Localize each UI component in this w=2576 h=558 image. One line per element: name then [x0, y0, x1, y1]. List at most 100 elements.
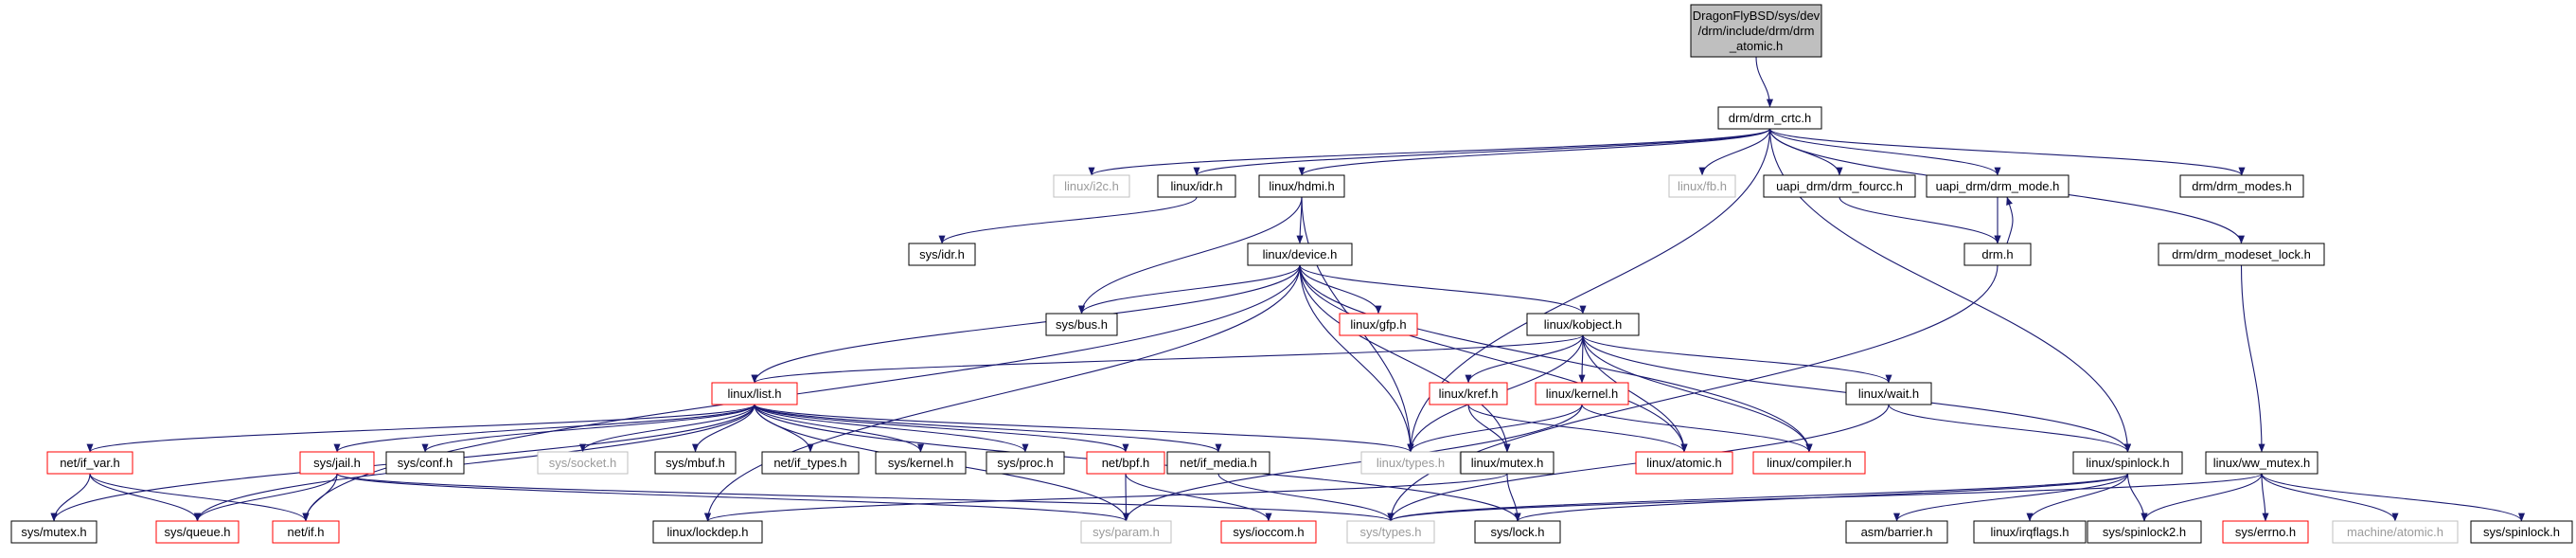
- edge-net_if_var-to-sys_queue: [89, 473, 201, 522]
- edge-uapi_fourcc-to-drm_h: [1839, 196, 2001, 244]
- edge-drm_crtc-to-drm_modes: [1768, 128, 2246, 176]
- node-sys-ioccom[interactable]: sys/ioccom.h: [1220, 520, 1317, 544]
- edge-drm_h-to-uapi_mode: [2006, 196, 2014, 244]
- edge-sys_jail-to-sys_types: [336, 473, 1395, 522]
- node-machine-atomic: machine/atomic.h: [2332, 520, 2459, 544]
- node-label: _atomic.h: [1729, 39, 1783, 53]
- node-sys-mutex[interactable]: sys/mutex.h: [10, 520, 98, 544]
- edge-sys_jail-to-sys_queue: [194, 473, 338, 522]
- edge-linux_list-to-net_if_var: [86, 404, 755, 453]
- node-linux-kobject[interactable]: linux/kobject.h: [1526, 313, 1640, 336]
- node-label: DragonFlyBSD/sys/dev: [1693, 9, 1821, 23]
- node-label: linux/irqflags.h: [1990, 525, 2069, 539]
- node-linux-list[interactable]: linux/list.h: [711, 382, 798, 405]
- node-net-if-media[interactable]: net/if_media.h: [1166, 451, 1270, 475]
- node-linux-atomic[interactable]: linux/atomic.h: [1635, 451, 1733, 475]
- edge-linux_kobject-to-linux_atomic: [1582, 334, 1688, 453]
- node-box: [1963, 243, 2032, 266]
- node-label: sys/types.h: [1359, 525, 1421, 539]
- node-box: [537, 451, 629, 475]
- edge-linux_kobject-to-linux_kref: [1465, 334, 1584, 384]
- node-sys-queue[interactable]: sys/queue.h: [155, 520, 240, 544]
- node-box: [1535, 382, 1629, 405]
- node-box: [10, 520, 98, 544]
- edge-drm_crtc-to-linux_idr: [1193, 128, 1771, 176]
- node-uapi-mode[interactable]: uapi_drm/drm_mode.h: [1926, 174, 2070, 198]
- edge-linux_list-to-sys_jail: [333, 404, 755, 453]
- node-label: linux/compiler.h: [1767, 456, 1852, 470]
- node-label: sys/lock.h: [1490, 525, 1544, 539]
- node-box: [299, 451, 375, 475]
- node-linux-gfp[interactable]: linux/gfp.h: [1339, 313, 1418, 336]
- edge-linux_mutex-to-linux_lockdep: [704, 473, 1508, 522]
- node-uapi-fourcc[interactable]: uapi_drm/drm_fourcc.h: [1763, 174, 1916, 198]
- node-sys-errno[interactable]: sys/errno.h: [2222, 520, 2309, 544]
- node-linux-hdmi[interactable]: linux/hdmi.h: [1258, 174, 1345, 198]
- node-linux-ww-mutex[interactable]: linux/ww_mutex.h: [2205, 451, 2318, 475]
- node-sys-spinlock2[interactable]: sys/spinlock2.h: [2087, 520, 2202, 544]
- node-net-if-var[interactable]: net/if_var.h: [46, 451, 133, 475]
- node-box: [1086, 451, 1165, 475]
- edge-linux_ww_mutex-to-sys_errno: [2261, 473, 2269, 522]
- node-label: sys/errno.h: [2235, 525, 2296, 539]
- node-box: [46, 451, 133, 475]
- node-sys-idr[interactable]: sys/idr.h: [908, 243, 976, 266]
- node-sys-proc[interactable]: sys/proc.h: [986, 451, 1065, 475]
- node-sys-mbuf[interactable]: sys/mbuf.h: [654, 451, 737, 475]
- node-root[interactable]: DragonFlyBSD/sys/dev/drm/include/drm/drm…: [1690, 4, 1822, 58]
- edge-linux_hdmi-to-sys_bus: [1078, 196, 1303, 315]
- node-linux-spinlock[interactable]: linux/spinlock.h: [2072, 451, 2183, 475]
- node-box: [1845, 382, 1932, 405]
- node-net-if[interactable]: net/if.h: [272, 520, 340, 544]
- node-drm-crtc[interactable]: drm/drm_crtc.h: [1717, 106, 1822, 130]
- node-label: net/bpf.h: [1102, 456, 1150, 470]
- node-sys-lock[interactable]: sys/lock.h: [1474, 520, 1561, 544]
- node-label: sys/proc.h: [997, 456, 1053, 470]
- node-asm-barrier[interactable]: asm/barrier.h: [1845, 520, 1948, 544]
- edge-linux_list-to-net_if_media: [754, 404, 1222, 453]
- node-sys-bus[interactable]: sys/bus.h: [1045, 313, 1118, 336]
- node-drm-modes[interactable]: drm/drm_modes.h: [2179, 174, 2304, 198]
- node-drm-h[interactable]: drm.h: [1963, 243, 2032, 266]
- edge-linux_device-to-linux_mutex: [1299, 264, 1511, 453]
- node-label: asm/barrier.h: [1861, 525, 1933, 539]
- node-linux-idr[interactable]: linux/idr.h: [1157, 174, 1236, 198]
- node-linux-i2c: linux/i2c.h: [1053, 174, 1130, 198]
- node-linux-mutex[interactable]: linux/mutex.h: [1460, 451, 1554, 475]
- node-sys-spinlock[interactable]: sys/spinlock.h: [2470, 520, 2573, 544]
- node-linux-kernel[interactable]: linux/kernel.h: [1535, 382, 1629, 405]
- edge-modeset_lock-to-linux_ww_mutex: [2240, 264, 2265, 453]
- node-label: sys/mbuf.h: [666, 456, 725, 470]
- edge-linux_list-to-sys_kernel: [754, 404, 924, 453]
- edge-linux_device-to-sys_bus: [1078, 264, 1301, 315]
- node-sys-jail[interactable]: sys/jail.h: [299, 451, 375, 475]
- node-box: [1220, 520, 1317, 544]
- node-linux-lockdep[interactable]: linux/lockdep.h: [652, 520, 763, 544]
- node-box: [1258, 174, 1345, 198]
- node-label: linux/hdmi.h: [1269, 179, 1334, 193]
- edge-drm_crtc-to-uapi_mode: [1768, 128, 2001, 176]
- node-box: [1926, 174, 2070, 198]
- node-linux-wait[interactable]: linux/wait.h: [1845, 382, 1932, 405]
- node-net-if-types[interactable]: net/if_types.h: [761, 451, 860, 475]
- node-sys-conf[interactable]: sys/conf.h: [385, 451, 465, 475]
- node-linux-device[interactable]: linux/device.h: [1247, 243, 1353, 266]
- node-linux-kref[interactable]: linux/kref.h: [1429, 382, 1508, 405]
- node-sys-kernel[interactable]: sys/kernel.h: [875, 451, 967, 475]
- node-linux-compiler[interactable]: linux/compiler.h: [1752, 451, 1866, 475]
- node-sys-types: sys/types.h: [1346, 520, 1435, 544]
- edge-linux_ww_mutex-to-sys_spinlock2: [2141, 473, 2263, 522]
- node-box: [2072, 451, 2183, 475]
- node-linux-irqflags[interactable]: linux/irqflags.h: [1973, 520, 2087, 544]
- node-net-bpf[interactable]: net/bpf.h: [1086, 451, 1165, 475]
- edge-linux_list-to-sys_mbuf: [692, 404, 755, 453]
- edge-linux_spinlock-to-linux_irqflags: [2026, 473, 2129, 522]
- edge-root-to-drm_crtc: [1755, 56, 1774, 108]
- edge-linux_spinlock-to-asm_barrier: [1893, 473, 2129, 522]
- node-label: net/if_media.h: [1180, 456, 1257, 470]
- node-label: linux/types.h: [1377, 456, 1445, 470]
- node-modeset-lock[interactable]: drm/drm_modeset_lock.h: [2158, 243, 2325, 266]
- node-box: [1635, 451, 1733, 475]
- edge-net_bpf-to-sys_ioccom: [1125, 473, 1272, 522]
